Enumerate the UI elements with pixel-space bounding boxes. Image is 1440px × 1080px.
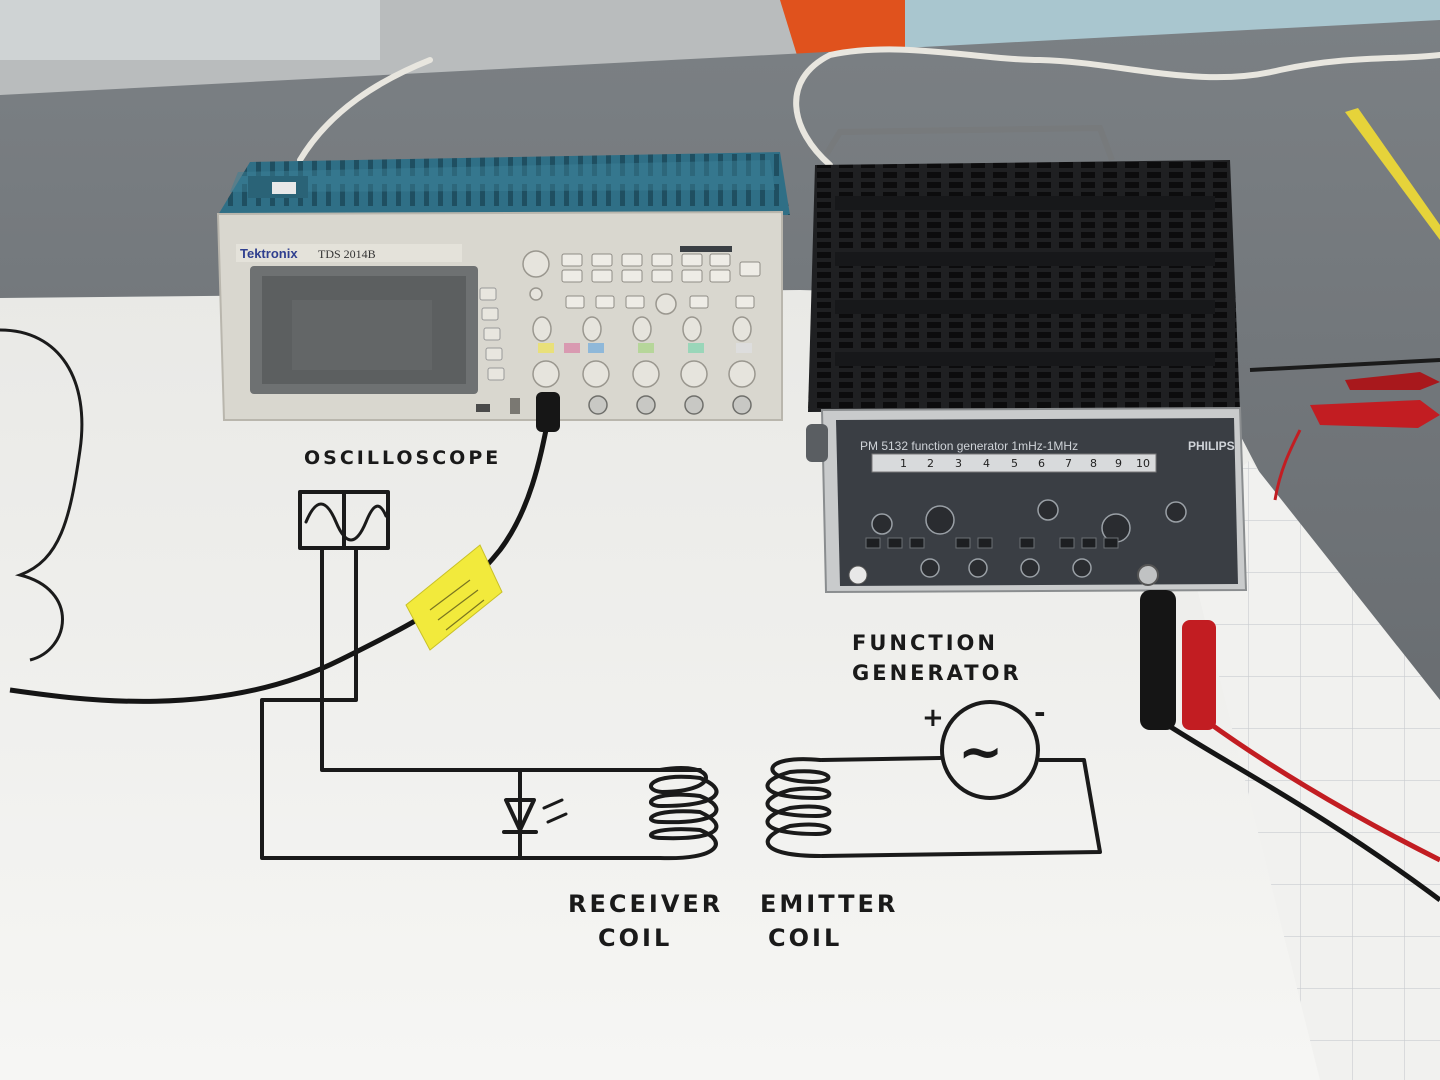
receiver-coil-drawing xyxy=(649,766,719,861)
label-generator: GENERATOR xyxy=(852,661,1022,685)
generator-brand: PHILIPS xyxy=(1188,439,1235,453)
label-emitter-coil: COIL xyxy=(768,924,842,952)
label-receiver: RECEIVER xyxy=(568,890,723,918)
dial-tick: 8 xyxy=(1090,457,1097,470)
generator-switches[interactable] xyxy=(865,537,1119,549)
power-switch[interactable] xyxy=(848,565,868,585)
oscilloscope: Tektronix TDS 2014B xyxy=(216,152,790,432)
scope-menu-buttons[interactable] xyxy=(479,287,505,381)
test-clips xyxy=(1249,358,1440,501)
scope-function-buttons[interactable] xyxy=(561,253,761,309)
label-emitter: EMITTER xyxy=(760,890,898,918)
generator-knobs[interactable] xyxy=(871,499,1187,578)
output-bnc[interactable] xyxy=(1137,564,1159,586)
grid-paper xyxy=(1180,460,1440,1080)
dial-tick: 5 xyxy=(1011,457,1018,470)
dial-tick: 1 xyxy=(900,457,907,470)
scope-brand: Tektronix xyxy=(240,246,298,261)
warning-tag xyxy=(405,544,503,651)
generator-model: PM 5132 function generator 1mHz-1MHz xyxy=(860,439,1078,453)
label-receiver-coil: COIL xyxy=(598,924,672,952)
scope-knobs[interactable] xyxy=(522,250,756,388)
frequency-dial-scale xyxy=(871,453,1157,473)
ac-source-symbol xyxy=(940,700,1040,800)
dial-tick: 9 xyxy=(1115,457,1122,470)
function-generator: PM 5132 function generator 1mHz-1MHz PHI… xyxy=(806,124,1248,594)
dial-tick: 3 xyxy=(955,457,962,470)
power-cables xyxy=(297,46,1440,168)
dial-tick: 4 xyxy=(983,457,990,470)
emitter-coil-drawing xyxy=(765,757,832,858)
label-oscilloscope: OSCILLOSCOPE xyxy=(304,447,501,469)
circuit-sketch xyxy=(260,490,1102,861)
scope-model: TDS 2014B xyxy=(318,247,376,261)
label-plus: + xyxy=(922,703,947,733)
label-function: FUNCTION xyxy=(852,631,998,655)
dial-tick: 10 xyxy=(1136,457,1150,470)
dial-tick: 6 xyxy=(1038,457,1045,470)
probe-ground-wire xyxy=(0,328,84,662)
dial-tick: 2 xyxy=(927,457,934,470)
generator-leads xyxy=(1140,590,1440,903)
label-minus: - xyxy=(1034,696,1049,729)
dial-tick: 7 xyxy=(1065,457,1072,470)
sketch-labels: OSCILLOSCOPE FUNCTION GENERATOR + - ~ RE… xyxy=(304,447,1049,952)
yellow-tape xyxy=(1345,108,1440,240)
probe-cable xyxy=(9,419,551,704)
label-ac: ~ xyxy=(958,720,1006,783)
